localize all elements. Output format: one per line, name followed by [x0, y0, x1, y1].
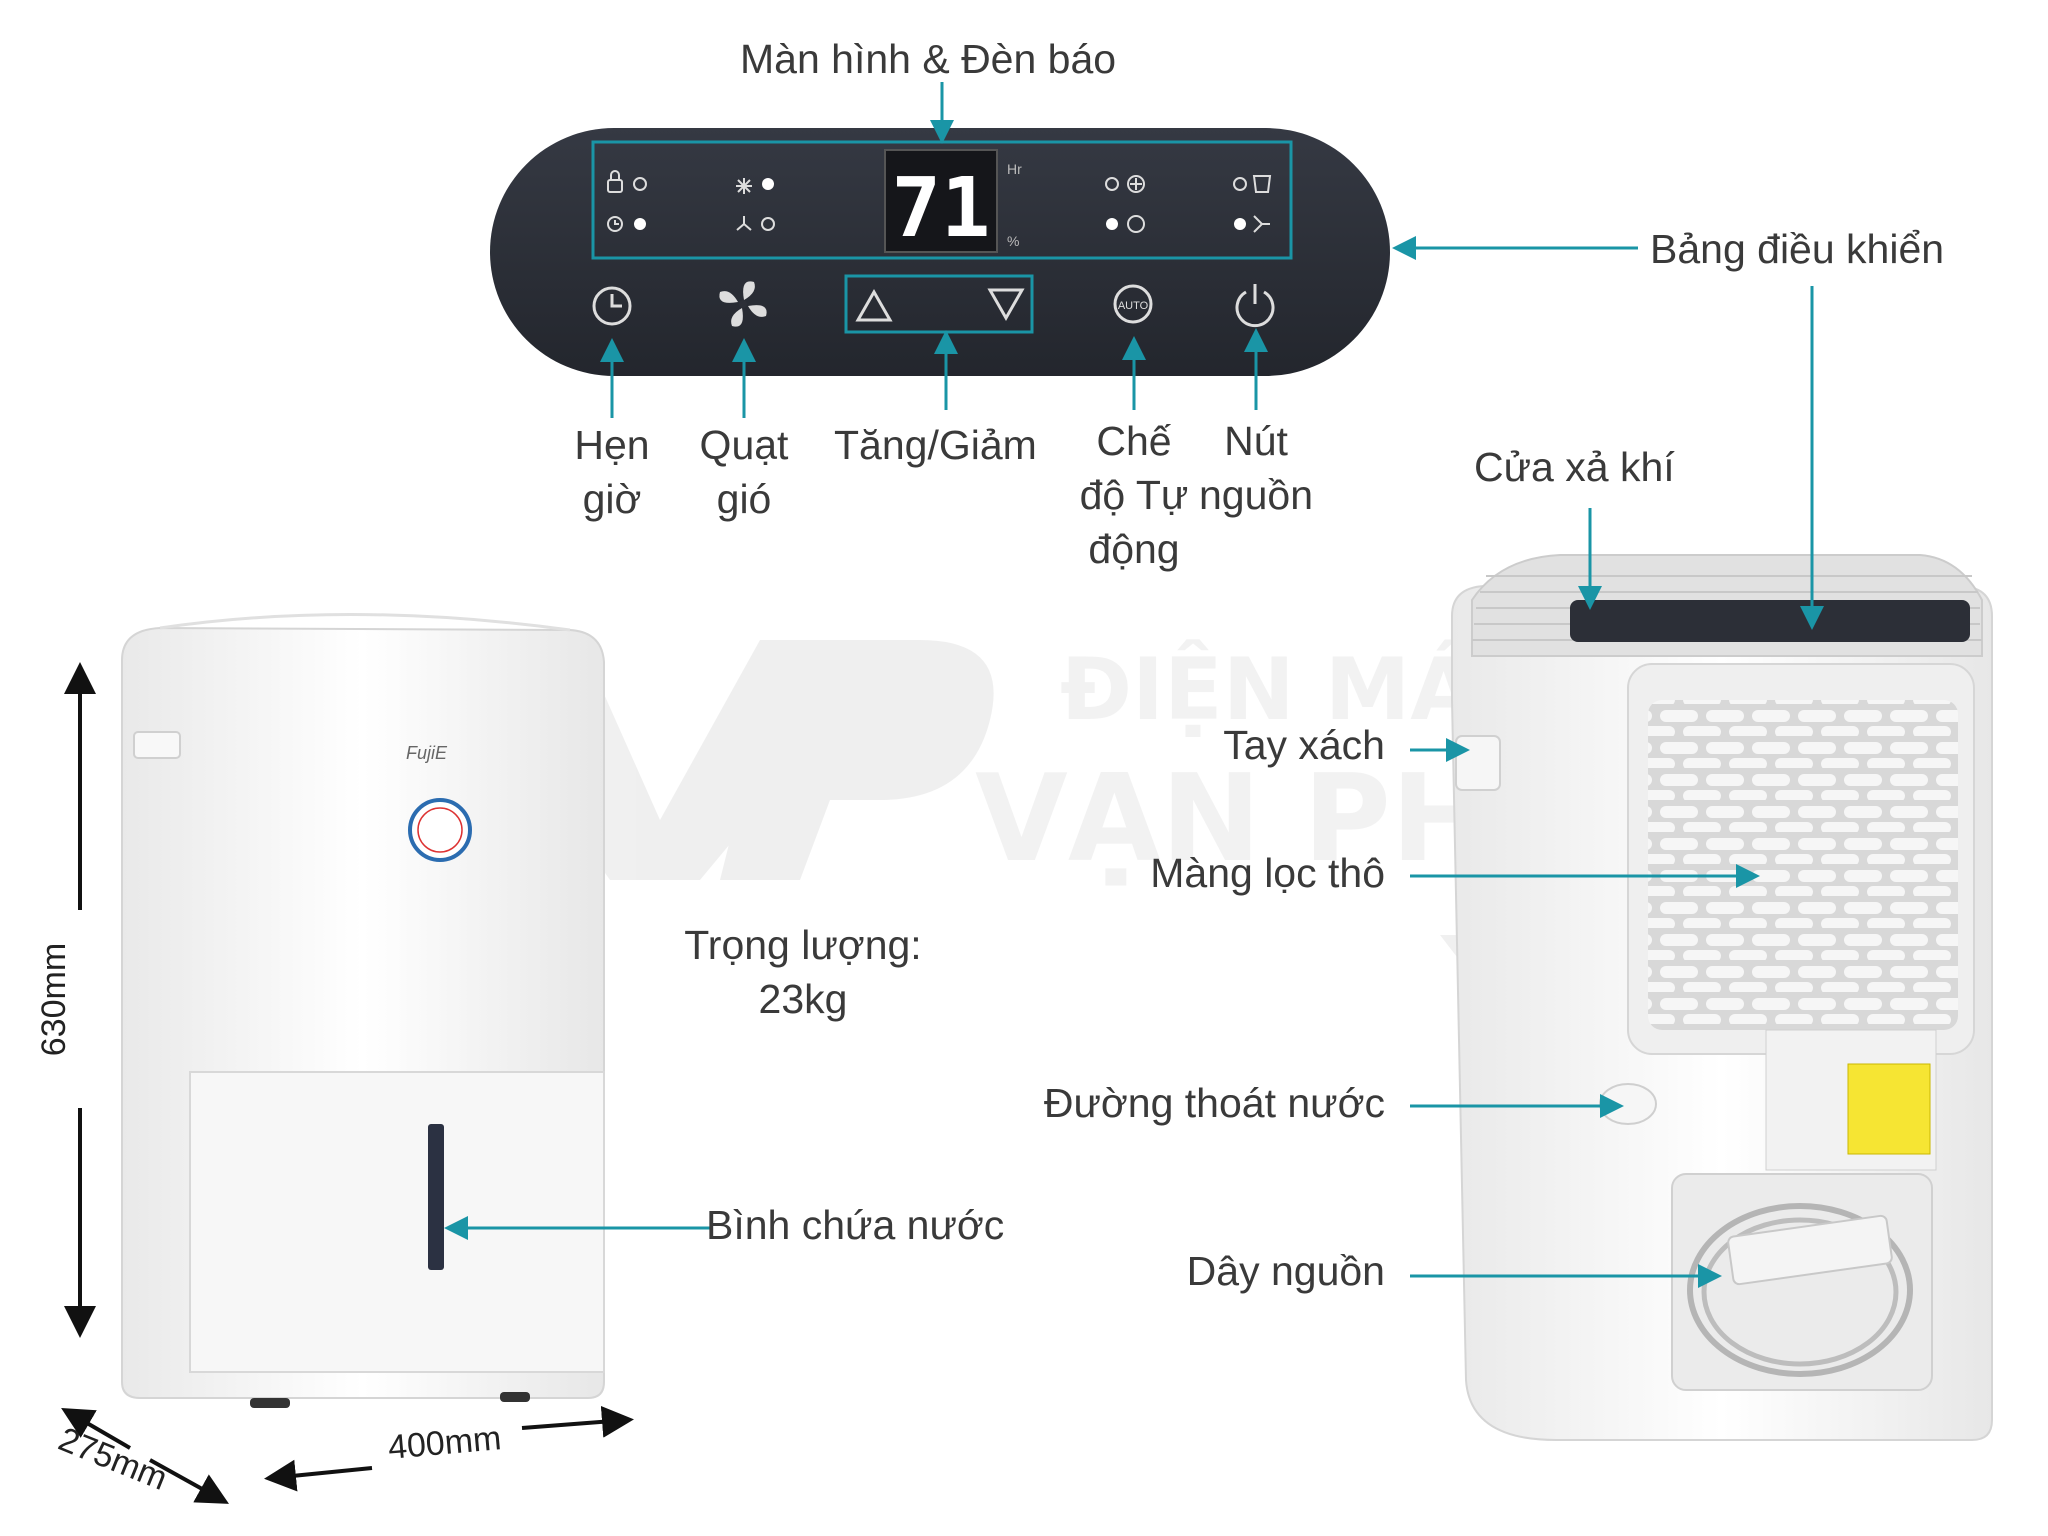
- dimension-arrows: [61, 662, 634, 1504]
- label-auto-mode: Chế độ Tự động: [1079, 418, 1189, 572]
- water-tank: [189, 1071, 605, 1373]
- warning-label: [1847, 1063, 1931, 1155]
- fan-button-icon: [719, 281, 767, 327]
- power-button-icon: [1235, 284, 1275, 328]
- control-panel: 71 Hr %: [490, 128, 1390, 376]
- continuous-drain-indicator-led: [1234, 218, 1246, 230]
- drain-port: [1599, 1083, 1657, 1125]
- tank-full-icon: [1252, 175, 1272, 193]
- dimension-height: 630mm: [35, 942, 74, 1057]
- clock-icon: [607, 216, 623, 232]
- callout-lines: [444, 82, 1824, 1288]
- auto-button-icon: [1113, 284, 1153, 324]
- tank-full-indicator-led: [1233, 177, 1247, 191]
- back-handle: [1455, 735, 1501, 791]
- label-weight: Trọng lượng: 23kg: [684, 922, 922, 1022]
- fan-high-icon: [736, 178, 752, 194]
- defrost-indicator-led: [1105, 177, 1119, 191]
- brand-logo: FujiE: [406, 743, 448, 763]
- label-coarse-filter: Màng lọc thô: [1150, 850, 1385, 896]
- label-air-outlet: Cửa xả khí: [1474, 444, 1675, 490]
- lock-indicator-led: [633, 177, 647, 191]
- brand-sticker: [408, 798, 472, 862]
- fan-low-icon: [736, 216, 752, 231]
- dehumidifier-back: [1451, 554, 1993, 1441]
- label-fan: Quạt gió: [699, 422, 789, 522]
- auto-button-caption: AUTO: [1118, 300, 1149, 312]
- up-arrow-icon: [855, 288, 893, 322]
- top-control-strip: [1570, 600, 1970, 642]
- digital-display: [884, 149, 998, 253]
- front-handle: [133, 731, 181, 759]
- label-display-indicators: Màn hình & Đèn báo: [740, 36, 1117, 82]
- auto-icon: [1127, 215, 1145, 233]
- label-up-down: Tăng/Giảm: [834, 422, 1037, 468]
- label-control-panel: Bảng điều khiển: [1650, 226, 1945, 272]
- dehumidifier-front: FujiE: [121, 612, 605, 1408]
- power-plug: [1727, 1214, 1893, 1286]
- defrost-icon: [1127, 175, 1145, 193]
- label-timer: Hẹn giờ: [574, 422, 650, 522]
- fan-high-indicator-led: [762, 178, 774, 190]
- display-unit-pct: %: [1007, 233, 1019, 249]
- timer-indicator-led: [634, 218, 646, 230]
- down-arrow-icon: [987, 288, 1025, 322]
- front-wheel: [500, 1392, 530, 1402]
- fan-low-indicator-led: [761, 217, 775, 231]
- power-cord-coil: [1687, 1203, 1913, 1377]
- continuous-drain-icon: [1253, 215, 1270, 233]
- front-wheel: [250, 1398, 290, 1408]
- coarse-filter-mesh: [1648, 700, 1958, 1030]
- label-power-cord: Dây nguồn: [1186, 1248, 1385, 1294]
- auto-indicator-led: [1106, 218, 1118, 230]
- water-level-window: [428, 1124, 444, 1270]
- lock-icon: [607, 170, 623, 193]
- label-water-tank: Bình chứa nước: [706, 1202, 1005, 1248]
- label-handle: Tay xách: [1223, 722, 1385, 768]
- label-power-button: Nút nguồn: [1198, 418, 1313, 518]
- timer-button-icon: [592, 286, 632, 326]
- label-drain: Đường thoát nước: [1043, 1080, 1385, 1126]
- display-digits: 71: [892, 161, 991, 256]
- display-unit-hr: Hr: [1007, 161, 1022, 177]
